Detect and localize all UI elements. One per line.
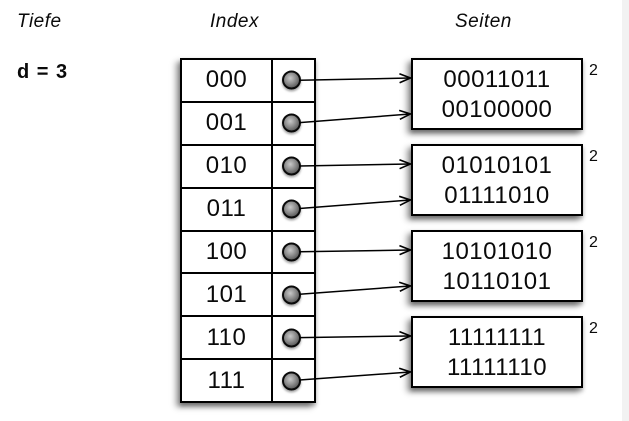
local-depth-label: 2 — [589, 62, 598, 79]
local-depth-label: 2 — [589, 234, 598, 251]
index-bits-label: 101 — [182, 274, 273, 316]
index-table-row: 000 — [182, 60, 314, 103]
index-bits-label: 001 — [182, 102, 273, 144]
index-table-row: 100 — [182, 231, 314, 275]
pointer-origin-dot-icon — [282, 156, 301, 176]
page-entry: 00011011 — [443, 66, 551, 93]
page-entry: 11111110 — [446, 354, 548, 381]
pointer-cell — [273, 60, 314, 101]
pointer-cell — [273, 360, 314, 401]
pointer-arrow — [299, 286, 411, 295]
page-box: 00011011 00100000 — [411, 58, 583, 130]
pointer-origin-dot-icon — [282, 328, 301, 348]
page-entry: 11111111 — [447, 324, 547, 351]
pointer-origin-dot-icon — [282, 199, 301, 219]
pointer-arrow — [299, 164, 411, 166]
pointer-arrow — [299, 372, 411, 381]
pointer-origin-dot-icon — [282, 285, 301, 305]
page-entry: 10110101 — [442, 268, 552, 295]
pointer-arrow — [299, 200, 411, 210]
pointer-cell — [273, 146, 314, 187]
index-bits-label: 100 — [182, 231, 273, 273]
index-bits-label: 111 — [182, 360, 273, 401]
index-bits-label: 000 — [182, 60, 273, 101]
index-bits-label: 110 — [182, 317, 273, 359]
pointer-arrow — [299, 114, 411, 124]
global-depth-value: d = 3 — [17, 61, 69, 83]
index-table-row: 010 — [182, 145, 314, 189]
slide-edge — [622, 0, 629, 421]
pointer-origin-dot-icon — [282, 113, 301, 133]
index-table-row: 001 — [182, 102, 314, 146]
pointer-cell — [273, 232, 314, 273]
pointer-origin-dot-icon — [282, 70, 301, 90]
page-entry: 00100000 — [441, 96, 553, 123]
page-box: 11111111 11111110 — [411, 316, 583, 388]
depth-caption: Tiefe — [17, 11, 62, 32]
pointer-origin-dot-icon — [282, 371, 301, 391]
pointer-arrow — [299, 250, 411, 252]
pointer-cell — [273, 189, 314, 230]
local-depth-label: 2 — [589, 320, 598, 337]
pointer-cell — [273, 103, 314, 144]
pointer-arrow — [299, 336, 411, 338]
index-bits-label: 010 — [182, 145, 273, 187]
page-box: 10101010 10110101 — [411, 230, 583, 302]
index-caption: Index — [210, 11, 259, 32]
local-depth-label: 2 — [589, 148, 598, 165]
pointer-cell — [273, 274, 314, 315]
index-bits-label: 011 — [182, 188, 273, 230]
page-entry: 01111010 — [444, 182, 550, 209]
index-table-row: 101 — [182, 274, 314, 318]
pointer-origin-dot-icon — [282, 242, 301, 262]
index-table-row: 111 — [182, 360, 314, 401]
page-entry: 10101010 — [441, 238, 553, 265]
pointer-cell — [273, 317, 314, 358]
index-table-row: 011 — [182, 188, 314, 232]
index-table: 000 001 010 011 100 101 110 — [180, 58, 316, 403]
page-entry: 01010101 — [441, 152, 553, 179]
pages-caption: Seiten — [455, 11, 512, 32]
pointer-arrow — [299, 78, 411, 80]
index-table-row: 110 — [182, 317, 314, 361]
page-box: 01010101 01111010 — [411, 144, 583, 216]
